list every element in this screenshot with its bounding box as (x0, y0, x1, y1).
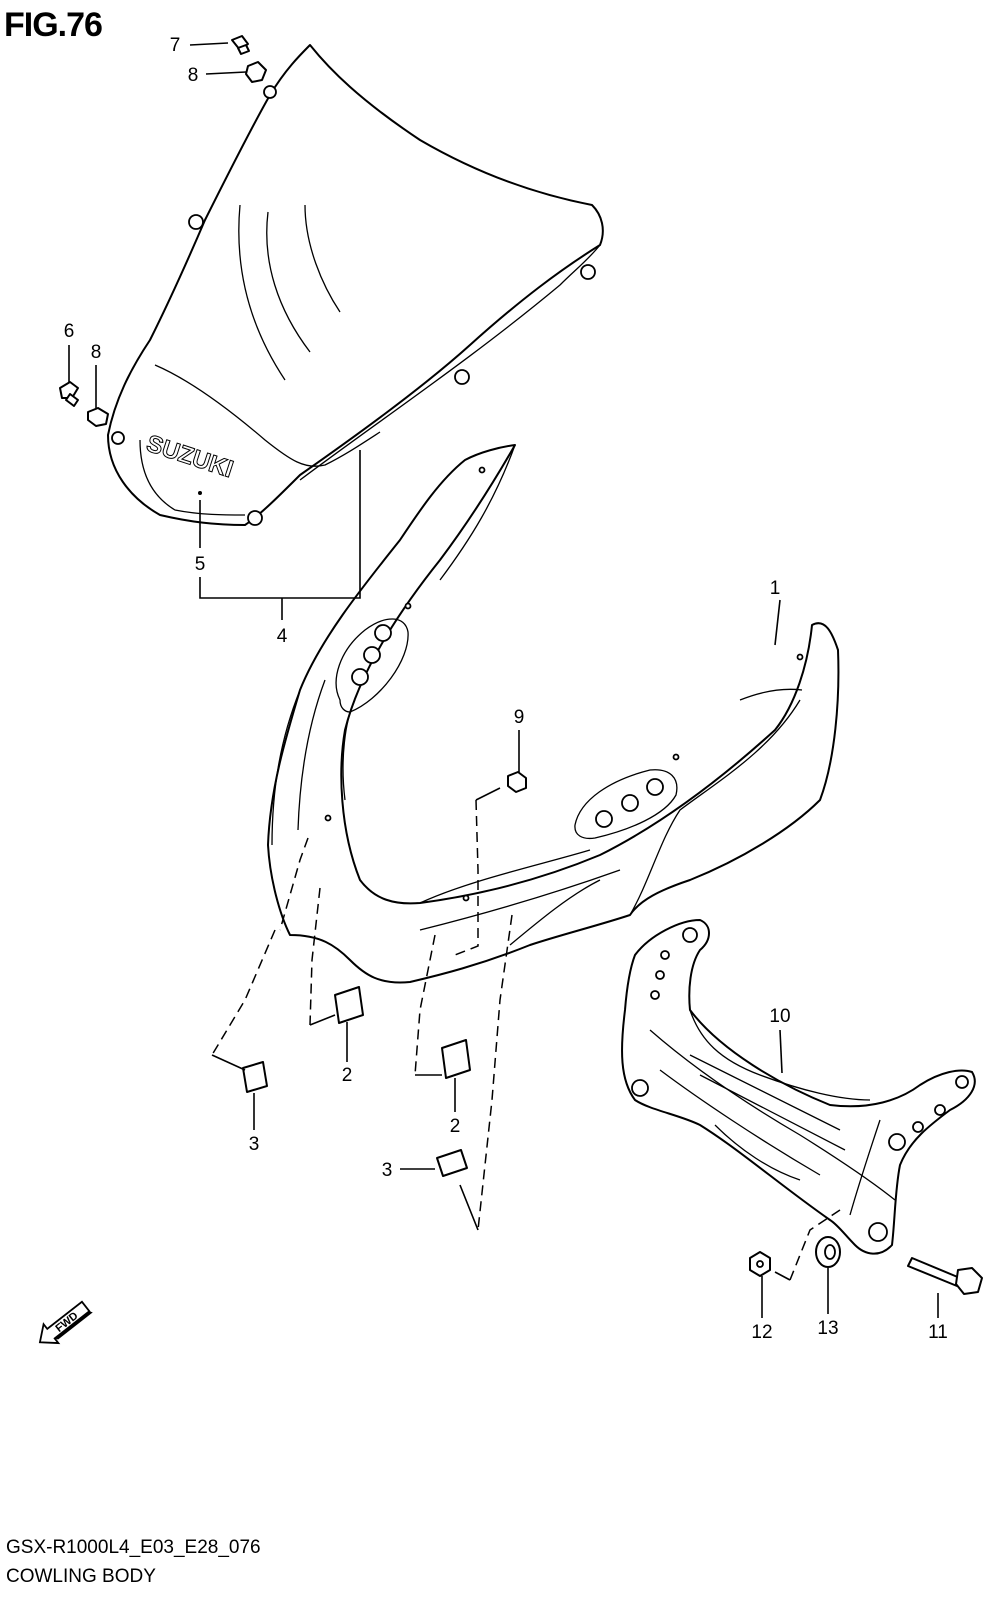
part-label-3-left: 3 (249, 1134, 260, 1155)
part-label-8-left: 8 (91, 342, 102, 363)
section-name: COWLING BODY (6, 1566, 156, 1587)
nut-8-top (245, 61, 267, 83)
assembly-dashed-lines (211, 787, 841, 1281)
part-label-6: 6 (64, 321, 75, 342)
forward-arrow-icon: FWD (38, 1300, 93, 1345)
windscreen: SUZUKI (107, 44, 604, 526)
pad-3-left (242, 1061, 268, 1093)
part-label-12: 12 (751, 1322, 772, 1343)
pad-2-right (441, 1039, 471, 1079)
part-label-3-right: 3 (382, 1160, 393, 1181)
collar-13 (815, 1236, 841, 1268)
part-label-7: 7 (170, 35, 181, 56)
pad-3-right (436, 1149, 468, 1177)
part-label-5: 5 (195, 554, 206, 575)
upper-cowling (267, 444, 840, 984)
part-label-1: 1 (770, 578, 781, 599)
part-label-8-top: 8 (188, 65, 199, 86)
grommet-9 (507, 771, 527, 793)
screw-7 (231, 35, 250, 55)
cowling-bracket (621, 919, 976, 1255)
part-labels: 1 2 2 3 3 4 5 6 7 8 8 9 10 11 12 13 (64, 35, 948, 1343)
nut-12 (749, 1251, 771, 1277)
part-label-11: 11 (928, 1322, 948, 1343)
model-code: GSX-R1000L4_E03_E28_076 (6, 1537, 261, 1558)
bolt-11 (907, 1257, 983, 1295)
nut-8-left (87, 407, 109, 427)
part-label-4: 4 (277, 626, 288, 647)
figure-title: FIG.76 (4, 6, 103, 44)
part-label-10: 10 (769, 1006, 790, 1027)
pad-2-left (334, 986, 364, 1024)
part-label-2-left: 2 (342, 1065, 353, 1086)
part-label-9: 9 (514, 707, 525, 728)
screw-6 (59, 381, 79, 407)
part-label-2-right: 2 (450, 1116, 461, 1137)
windscreen-brand-text: SUZUKI (143, 430, 236, 483)
part-label-13: 13 (817, 1318, 838, 1339)
leader-lines (68, 42, 939, 1318)
